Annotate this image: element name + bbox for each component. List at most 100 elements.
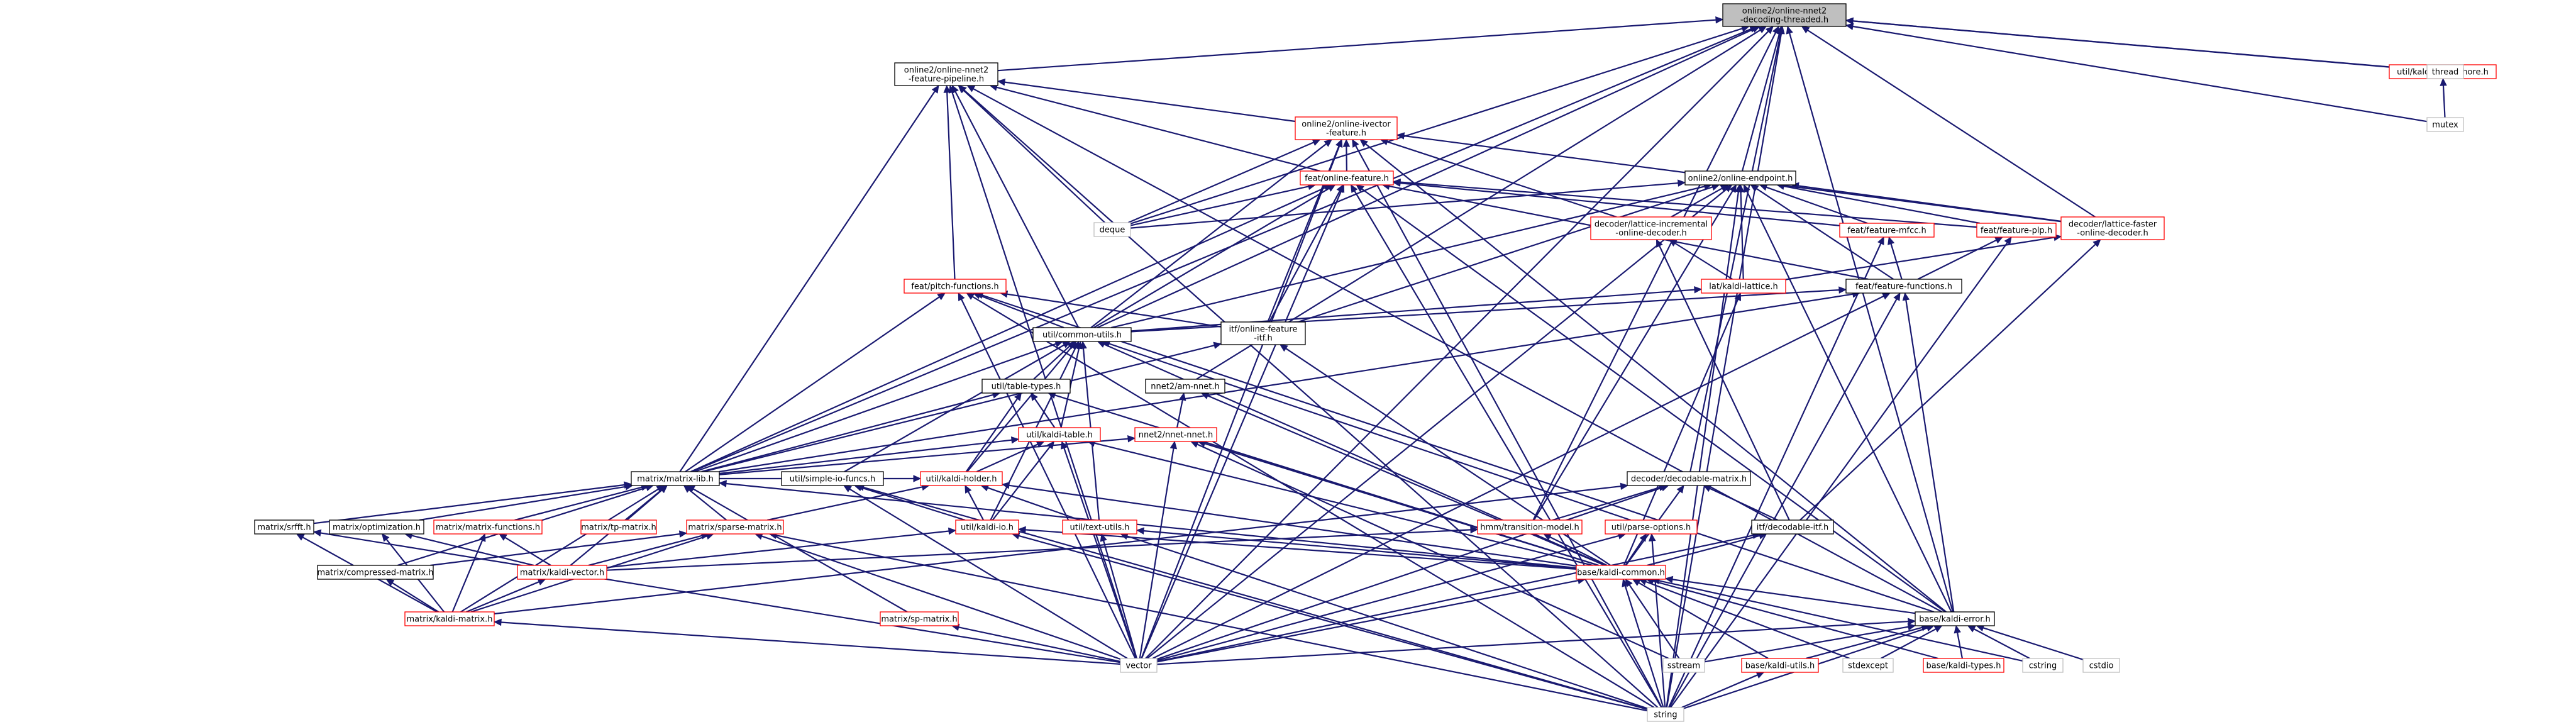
edge-arrowhead-vector-pitch (958, 292, 965, 301)
edge-vector-simpleio (849, 488, 1128, 659)
edge-arrowhead-kmatrix-decodmat (1620, 482, 1629, 491)
header-node-mutex: mutex (2426, 117, 2464, 132)
node-label: matrix/kaldi-vector.h (520, 569, 604, 578)
header-node-sparse[interactable]: matrix/sparse-matrix.h (686, 519, 784, 535)
header-node-plp[interactable]: feat/feature-plp.h (1976, 223, 2057, 238)
header-node-kcommon[interactable]: base/kaldi-common.h (1576, 565, 1666, 580)
edge-kvector-matfunc (504, 536, 551, 566)
header-node-mfcc[interactable]: feat/feature-mfcc.h (1839, 223, 1935, 238)
edge-arrowhead-thread-root (1845, 17, 1854, 25)
header-node-faster[interactable]: decoder/lattice-faster-online-decoder.h (2060, 216, 2165, 240)
header-node-kmatrix[interactable]: matrix/kaldi-matrix.h (404, 611, 495, 626)
edge-mutex-root (1852, 25, 2428, 123)
header-node-amnnet[interactable]: nnet2/am-nnet.h (1145, 379, 1225, 394)
header-node-matfunc[interactable]: matrix/matrix-functions.h (433, 519, 543, 535)
node-label: thread (2432, 68, 2459, 77)
header-node-pitch[interactable]: feat/pitch-functions.h (904, 279, 1007, 294)
edge-arrowhead-vector-fp (948, 84, 956, 94)
header-node-optim[interactable]: matrix/optimization.h (329, 519, 424, 535)
edge-arrowhead-string-onlinefeat (1350, 184, 1358, 193)
header-node-spmat[interactable]: matrix/sp-matrix.h (880, 611, 959, 626)
header-node-kaldilat[interactable]: lat/kaldi-lattice.h (1701, 279, 1786, 294)
edge-common-fp (954, 91, 1080, 328)
header-node-ivec[interactable]: online2/online-ivector-feature.h (1295, 116, 1398, 140)
header-node-kaldiio[interactable]: util/kaldi-io.h (955, 519, 1019, 535)
node-box (404, 611, 495, 626)
edge-matlib-kalditable (719, 439, 1012, 475)
edge-arrowhead-kmatrix-matlib (656, 485, 665, 493)
edge-common-ivec (1090, 143, 1327, 328)
node-label: matrix/matrix-lib.h (637, 475, 714, 484)
edge-onlinefeat-ivec (1346, 146, 1347, 172)
header-node-nnetnnet[interactable]: nnet2/nnet-nnet.h (1134, 427, 1217, 442)
header-node-endp[interactable]: online2/online-endpoint.h (1684, 170, 1796, 186)
edge-kutils-kcommon (1638, 582, 1769, 659)
node-label: matrix/srfft.h (257, 523, 311, 533)
header-node-holder[interactable]: util/kaldi-holder.h (920, 471, 1003, 486)
node-label: feat/feature-mfcc.h (1847, 226, 1926, 236)
node-box (1018, 427, 1101, 442)
node-box (631, 471, 720, 486)
edge-arrowhead-vector-onlinefeat (1337, 184, 1345, 193)
node-label: nnet2/nnet-nnet.h (1139, 431, 1213, 440)
edge-incr-ivec (1387, 141, 1617, 218)
node-box (2426, 117, 2464, 132)
header-node-srfft[interactable]: matrix/srfft.h (254, 519, 314, 535)
header-node-simpleio[interactable]: util/simple-io-funcs.h (781, 471, 884, 486)
node-label: vector (1125, 662, 1152, 671)
node-box (894, 62, 998, 86)
edge-transmodel-root (1532, 32, 1777, 521)
edge-kcommon-kalditable (1094, 442, 1593, 567)
edge-arrowhead-kutils-kcommon (1632, 579, 1641, 586)
edge-arrowhead-kcommon-holder (1001, 482, 1010, 489)
header-node-ktypes[interactable]: base/kaldi-types.h (1923, 658, 2004, 673)
edge-arrowhead-featfunc-plp (1994, 236, 2003, 244)
edge-matlib-nnetnnet (719, 438, 1129, 475)
edge-matlib-pitch (685, 296, 940, 472)
edge-kvector-transmodel (606, 529, 1471, 571)
edge-optim-matlib (419, 486, 626, 521)
edge-kaldilat-faster (1785, 236, 2055, 280)
node-label: base/kaldi-common.h (1577, 569, 1665, 578)
header-node-kalditable[interactable]: util/kaldi-table.h (1018, 427, 1101, 442)
edge-arrowhead-string-parseopt (1648, 533, 1656, 541)
header-node-fp[interactable]: online2/online-nnet2-feature-pipeline.h (894, 62, 998, 86)
header-node-tpmat[interactable]: matrix/tp-matrix.h (580, 519, 657, 535)
header-node-itfonline[interactable]: itf/online-feature-itf.h (1220, 321, 1306, 345)
node-label: matrix/sparse-matrix.h (688, 523, 782, 533)
edge-arrowhead-ktypes-kerror (1954, 624, 1961, 634)
edge-kerror-endp (1746, 191, 1952, 613)
edge-arrowhead-matlib-holder (913, 475, 922, 482)
header-node-matlib[interactable]: matrix/matrix-lib.h (631, 471, 720, 486)
node-label: online2/online-endpoint.h (1688, 174, 1793, 184)
header-node-tabletypes[interactable]: util/table-types.h (981, 379, 1071, 394)
header-node-textutils[interactable]: util/text-utils.h (1062, 519, 1137, 535)
edge-arrowhead-string-kutils (1755, 672, 1765, 679)
header-node-kerror[interactable]: base/kaldi-error.h (1915, 611, 1995, 626)
edge-deque-fp (963, 89, 1105, 223)
header-node-common[interactable]: util/common-utils.h (1032, 327, 1132, 342)
edge-kvector-sparse (588, 535, 702, 567)
edge-kcommon-transmodel (1549, 536, 1608, 566)
header-node-featfunc[interactable]: feat/feature-functions.h (1845, 279, 1962, 294)
header-node-decodmat[interactable]: decoder/decodable-matrix.h (1627, 471, 1751, 486)
header-node-onlinefeat[interactable]: feat/online-feature.h (1300, 170, 1394, 186)
edge-arrowhead-kerror-endp (1743, 184, 1750, 193)
header-node-sstream: sstream (1662, 658, 1705, 673)
header-node-kutils[interactable]: base/kaldi-utils.h (1741, 658, 1819, 673)
edge-arrowhead-amnnet-root (1758, 26, 1767, 33)
header-node-incr[interactable]: decoder/lattice-incremental-online-decod… (1590, 216, 1712, 240)
edge-arrowhead-kerror-onlinefeat (1356, 184, 1364, 192)
node-label: decoder/decodable-matrix.h (1631, 475, 1747, 484)
header-node-transmodel[interactable]: hmm/transition-model.h (1477, 519, 1583, 535)
node-box (1701, 279, 1786, 294)
node-label: feat/online-feature.h (1305, 174, 1389, 184)
edge-arrowhead-fp-root (1715, 16, 1724, 24)
edge-kvector-kaldiio (606, 530, 949, 569)
header-node-parseopt[interactable]: util/parse-options.h (1605, 519, 1698, 535)
node-label: util/common-utils.h (1042, 331, 1122, 340)
header-node-decitf[interactable]: itf/decodable-itf.h (1751, 519, 1834, 535)
node-label: base/kaldi-types.h (1926, 662, 2001, 671)
header-node-compmat[interactable]: matrix/compressed-matrix.h (317, 565, 434, 580)
header-node-kvector[interactable]: matrix/kaldi-vector.h (517, 565, 607, 580)
